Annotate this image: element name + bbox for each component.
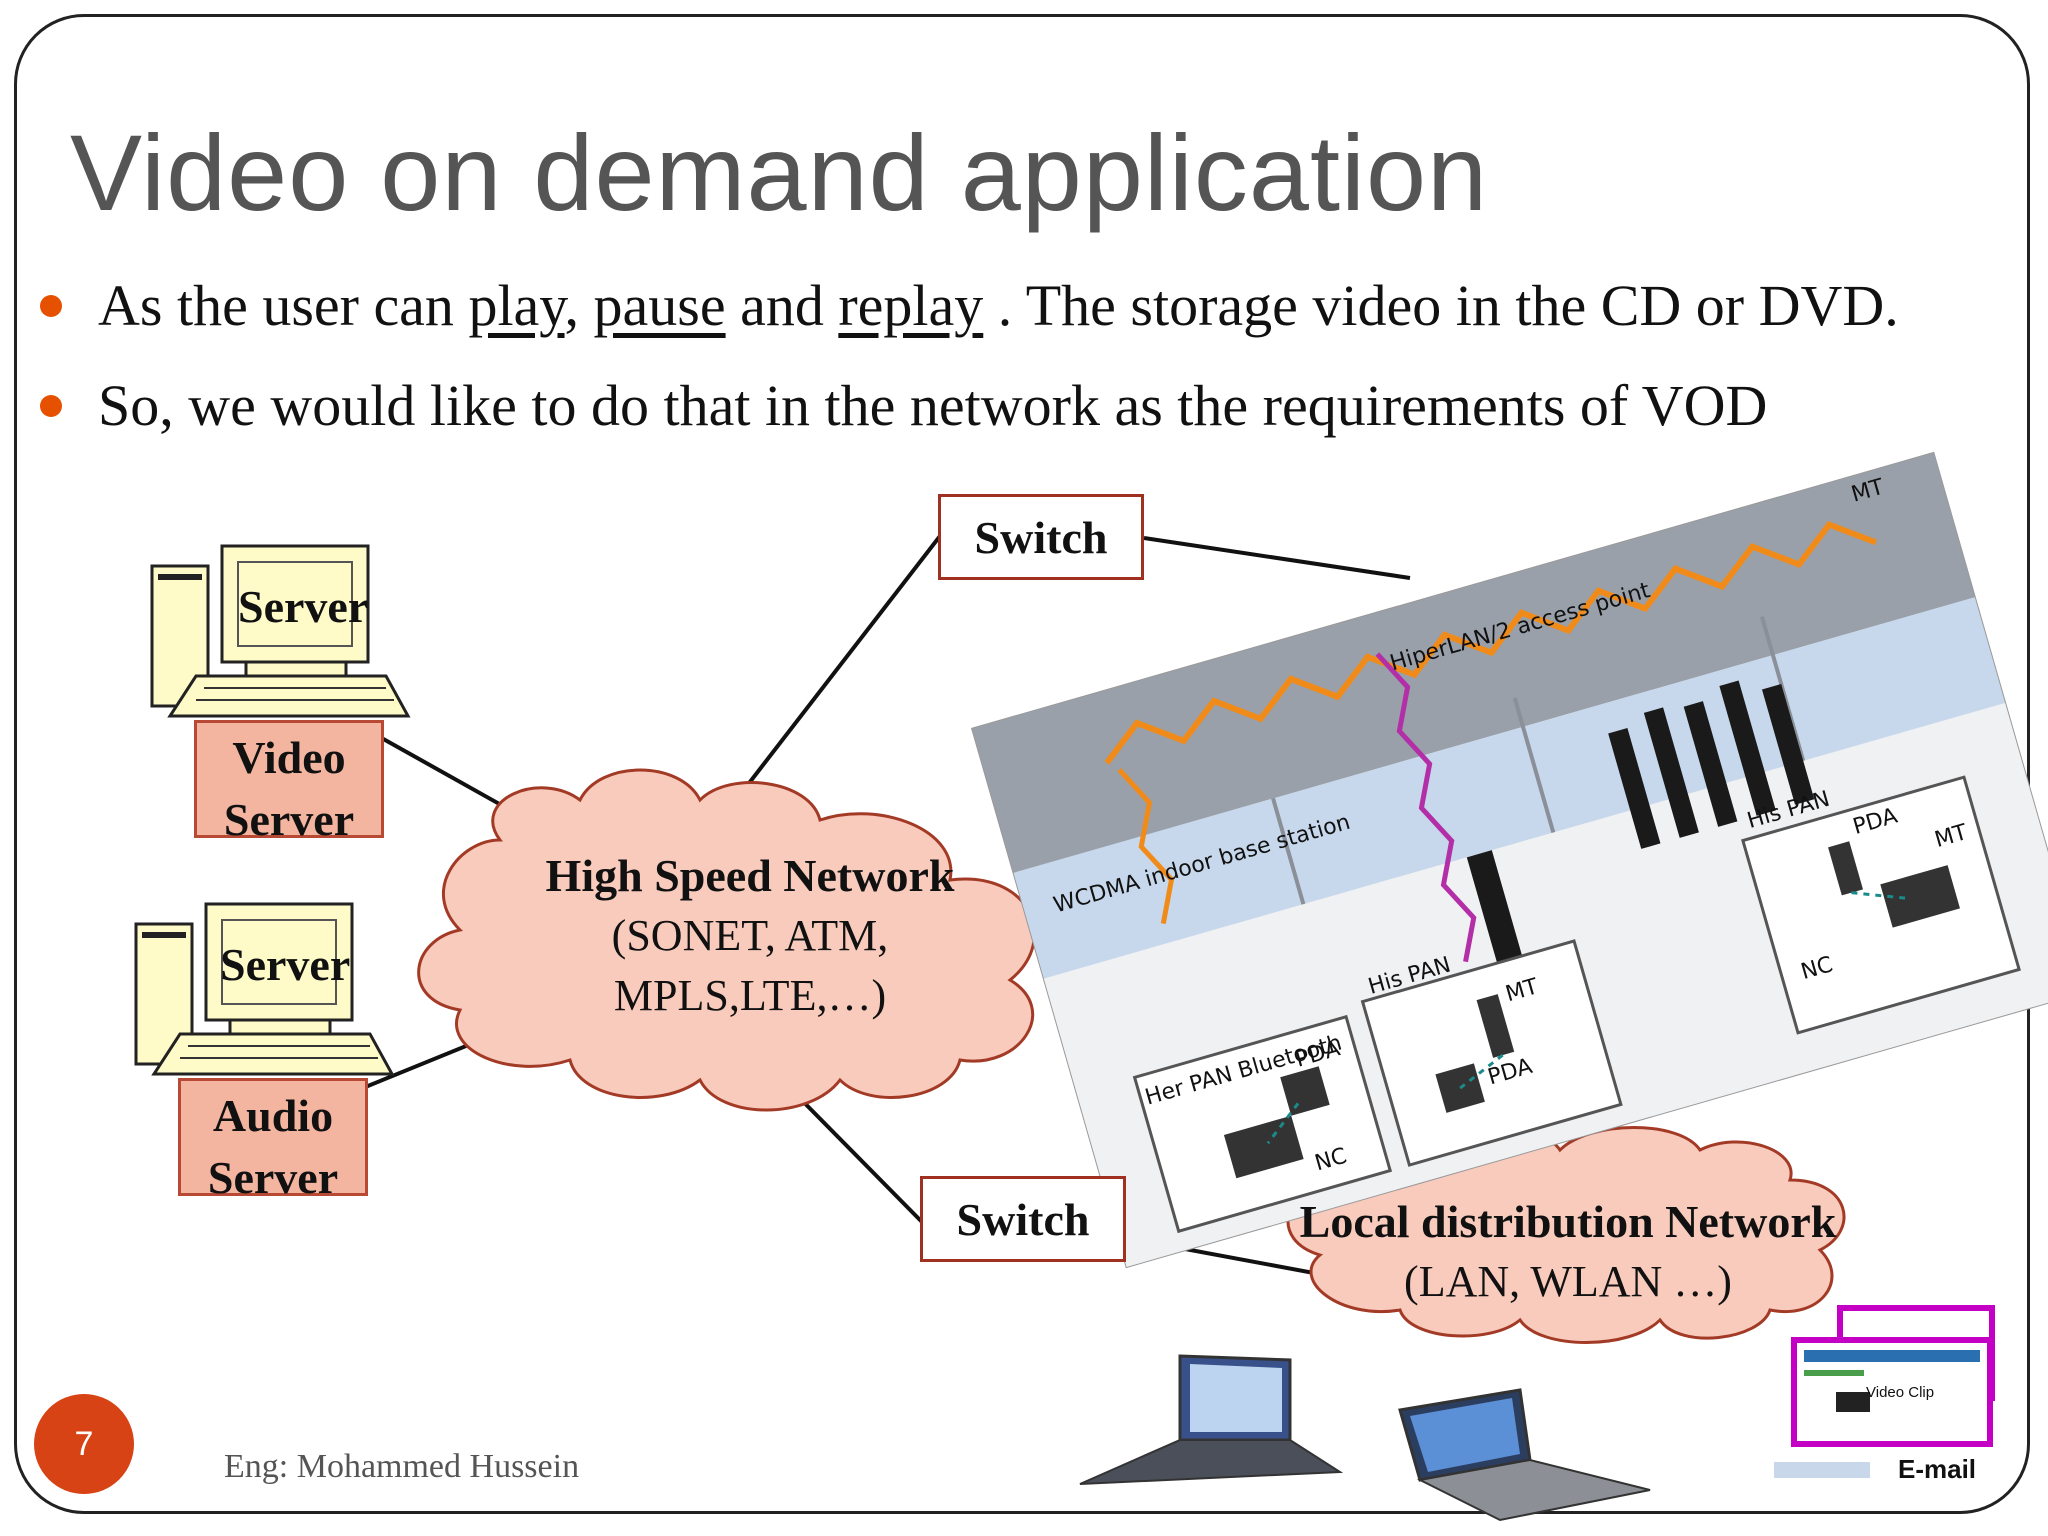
- slide-title: Video on demand application: [70, 112, 1489, 233]
- link-network-switch-top: [734, 534, 942, 802]
- server-computer-2: [134, 902, 395, 1076]
- video-server-box: Video Server: [194, 720, 384, 845]
- email-label: E-mail: [1898, 1454, 1977, 1484]
- bullet-2: So, we would like to do that in the netw…: [40, 372, 1767, 439]
- slide-number-badge: 7: [34, 1394, 134, 1494]
- local-network-label: Local distribution Network (LAN, WLAN …): [1299, 1196, 1837, 1306]
- video-clip-label: Video Clip: [1866, 1384, 1935, 1401]
- audio-server-box: Audio Server: [178, 1078, 368, 1203]
- replay-word: replay: [838, 273, 984, 338]
- server-label-2: Server: [220, 939, 351, 990]
- high-speed-network-label: High Speed Network (SONET, ATM, MPLS,LTE…: [545, 850, 955, 1020]
- footer-author: Eng: Mohammed Hussein: [224, 1448, 580, 1485]
- play-word: play: [468, 273, 565, 338]
- email-bar-icon: [1774, 1462, 1870, 1478]
- link-switch-top-scene: [1143, 536, 1411, 580]
- bullet-1: As the user can play, pause and replay .…: [40, 272, 1899, 339]
- high-speed-network-cloud: [417, 768, 1036, 1112]
- laptop-icon: [1398, 1388, 1651, 1522]
- bullet-dot-icon: [40, 394, 62, 417]
- pause-word: pause: [593, 273, 726, 338]
- wireless-scene-image: WCDMA indoor base station HiperLAN/2 acc…: [970, 451, 2048, 1269]
- video-clip-window-icon: [1791, 1305, 1995, 1447]
- switch-top: Switch: [938, 494, 1144, 580]
- server-label-1: Server: [238, 581, 369, 632]
- server-computer-1: [150, 544, 411, 718]
- bullet-dot-icon: [40, 294, 62, 317]
- laptop-icon: [1079, 1354, 1344, 1485]
- switch-bottom: Switch: [920, 1176, 1126, 1262]
